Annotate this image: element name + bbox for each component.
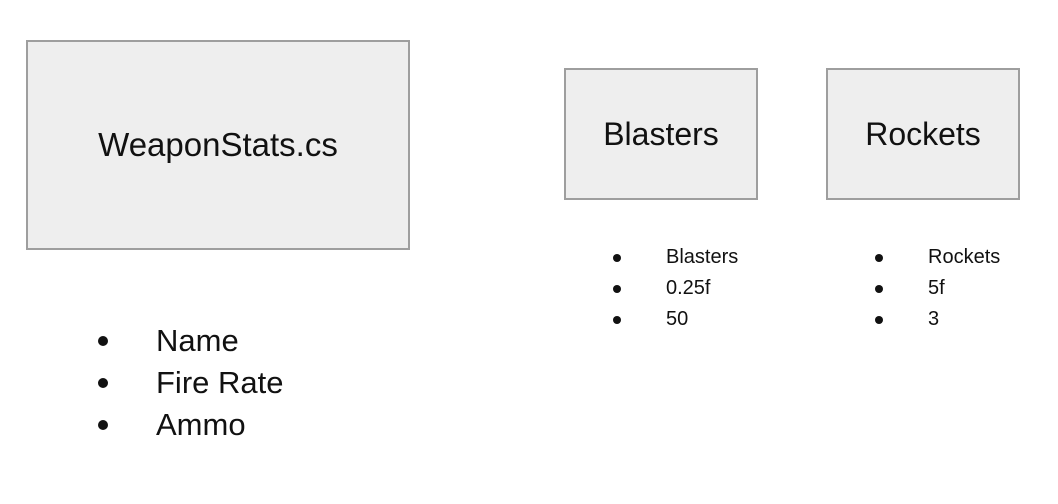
value-label: 5f	[928, 277, 945, 299]
bullet-icon	[613, 254, 621, 262]
blasters-value-name: Blasters	[613, 242, 738, 273]
weaponstats-class-box: WeaponStats.cs	[26, 40, 410, 250]
value-label: 0.25f	[666, 277, 711, 299]
field-label: Name	[156, 323, 239, 358]
blasters-box-label: Blasters	[603, 115, 719, 152]
weaponstats-class-label: WeaponStats.cs	[98, 126, 338, 163]
value-label: 50	[666, 308, 689, 330]
bullet-icon	[613, 285, 621, 293]
value-label: Rockets	[928, 246, 1001, 268]
bullet-icon	[613, 316, 621, 324]
weaponstats-field-list: Name Fire Rate Ammo	[94, 320, 283, 446]
rockets-value-fire-rate: 5f	[875, 273, 1000, 304]
rockets-value-name: Rockets	[875, 242, 1000, 273]
rockets-box-label: Rockets	[865, 115, 981, 152]
bullet-icon	[875, 285, 883, 293]
field-label: Ammo	[156, 407, 246, 442]
bullet-icon	[875, 316, 883, 324]
bullet-icon	[98, 378, 108, 388]
rockets-value-ammo: 3	[875, 304, 1000, 335]
value-label: Blasters	[666, 246, 739, 268]
blasters-value-ammo: 50	[613, 304, 738, 335]
blasters-value-list: Blasters 0.25f 50	[613, 242, 738, 335]
field-item-name: Name	[94, 320, 283, 362]
value-label: 3	[928, 308, 940, 330]
field-label: Fire Rate	[156, 365, 284, 400]
field-item-ammo: Ammo	[94, 404, 283, 446]
bullet-icon	[875, 254, 883, 262]
blasters-box: Blasters	[564, 68, 758, 200]
rockets-box: Rockets	[826, 68, 1020, 200]
blasters-value-fire-rate: 0.25f	[613, 273, 738, 304]
field-item-fire-rate: Fire Rate	[94, 362, 283, 404]
rockets-value-list: Rockets 5f 3	[875, 242, 1000, 335]
bullet-icon	[98, 420, 108, 430]
bullet-icon	[98, 336, 108, 346]
